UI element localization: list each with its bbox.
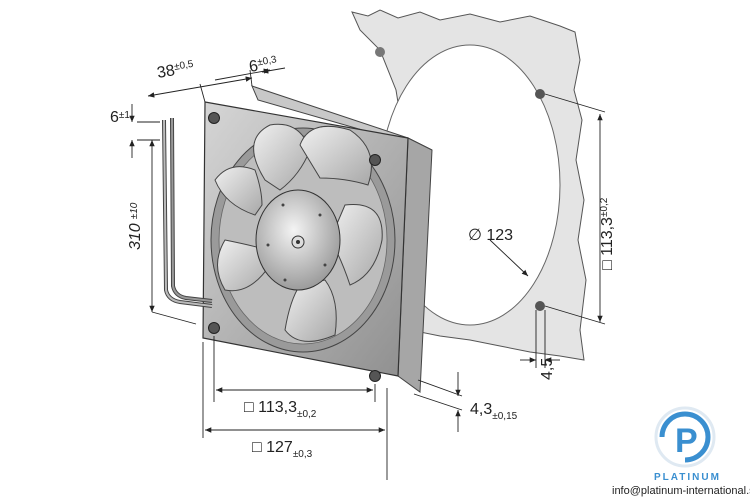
frame-hole-br [369,370,381,382]
logo-ring-icon [659,411,711,463]
dim-depth: 38±0,5 [156,59,196,82]
dim-flange: 6±0,3 [248,54,279,76]
panel-hole-br [535,301,545,311]
dim-lead-length: 310±10 [127,202,144,250]
panel-hole-tl [375,47,385,57]
panel-hole-tr [535,89,545,99]
dim-frame-size: □ 127±0,3 [252,439,313,460]
dim-hole-spacing-side: □ 113,3±0,2 [599,197,616,270]
frame-hole-bl [208,322,220,334]
brand-logo: P PLATINUM info@platinum-international.s… [612,406,750,497]
dim-lead-offset: 6±1 [110,109,130,126]
logo-letter: P [675,422,700,460]
fan [202,85,433,393]
dimension-labels: 38±0,5 6±0,3 6±1 310±10 □ 113,3±0,2 ∅ 12… [110,54,616,460]
dim-hole-spacing-bottom: □ 113,3±0,2 [244,399,317,420]
dim-cutout-diameter: ∅ 123 [468,227,513,244]
lead-wires [162,117,213,308]
dim-mount-depth: 4,3±0,15 [470,401,518,422]
frame-hole-tl [208,112,220,124]
brand-name: PLATINUM [654,472,721,483]
dimension-lines [129,67,606,480]
brand-email: info@platinum-international.store [612,485,750,497]
frame-hole-tr [369,154,381,166]
dim-hole-dia: 4,5 [539,358,556,380]
